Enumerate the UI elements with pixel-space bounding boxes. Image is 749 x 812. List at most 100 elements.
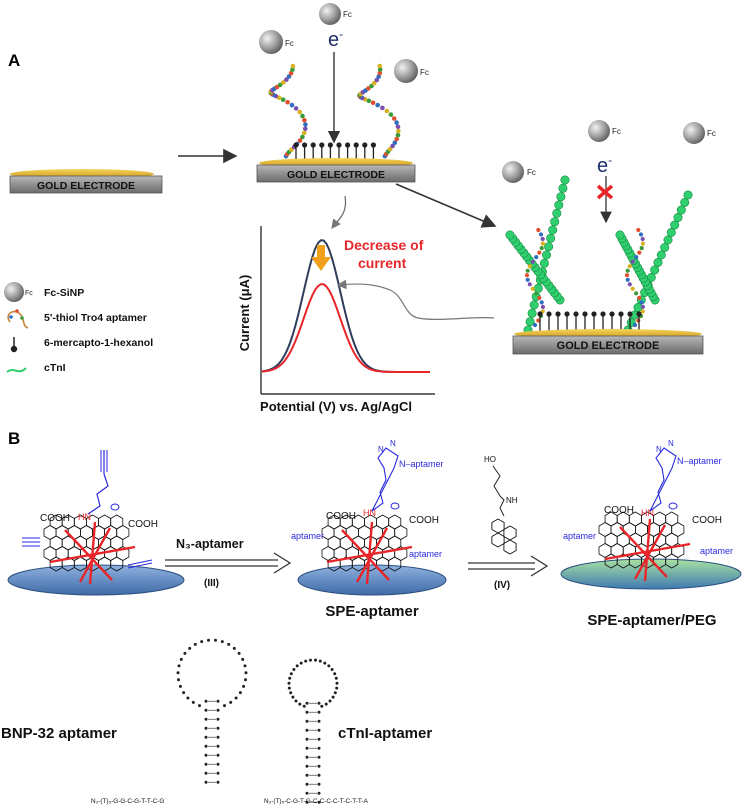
nucleotide-bead: [538, 232, 544, 237]
hexanol-head: [636, 311, 642, 317]
nucleotide-dot: [305, 764, 309, 768]
nucleotide-dot: [317, 737, 321, 741]
nucleotide-dot: [333, 672, 337, 676]
fc-label: Fc: [707, 129, 716, 138]
n-aptamer-label: N–aptamer: [399, 459, 444, 469]
nucleotide-bead: [638, 232, 644, 237]
ho-label: HO: [484, 455, 496, 464]
y-axis-label: Current (μA): [237, 275, 252, 352]
benzene-ring: [491, 532, 505, 548]
nucleotide-dot: [216, 735, 220, 739]
nucleotide-dot: [177, 664, 181, 668]
nucleotide-dot: [243, 664, 247, 668]
nucleotide-dot: [288, 676, 292, 680]
nh-label: NH: [506, 496, 518, 505]
sphere-icon: [4, 282, 24, 302]
aptamer-label-left: aptamer: [291, 531, 324, 541]
nucleotide-dot: [317, 719, 321, 723]
electrode-label: GOLD ELECTRODE: [557, 340, 660, 352]
graphene-structure-2: COOH COOH HN N N N–aptamer aptamer aptam…: [291, 439, 447, 620]
nucleotide-dot: [227, 642, 231, 646]
nucleotide-dot: [214, 638, 217, 642]
hexanol-layer: [537, 311, 642, 331]
annotation-line-2: current: [358, 255, 407, 271]
ctni-helix-bead: [550, 217, 560, 227]
fc-label: Fc: [285, 39, 294, 48]
nucleotide-dot: [204, 780, 208, 784]
nucleotide-bead: [388, 112, 394, 117]
aptamer-strands: [268, 63, 401, 159]
hexanol-head: [546, 311, 552, 317]
fc-sinp-1: Fc: [588, 120, 621, 142]
ctni-helix-bead: [676, 205, 686, 215]
blocked-x-icon: [596, 184, 614, 200]
nucleotide-dot: [216, 726, 220, 730]
hexanol-layer: [293, 142, 376, 160]
fc-sinp-electron: Fc: [319, 3, 352, 25]
ctni-helix-bead: [541, 250, 551, 260]
arrow-from-electrode-3: [336, 279, 495, 320]
panel-a-label: A: [8, 51, 20, 70]
fc-label: Fc: [527, 168, 536, 177]
nucleotide-bead: [396, 128, 401, 134]
nucleotide-dot: [207, 638, 210, 642]
aptamer-label-right: aptamer: [700, 546, 733, 556]
sphere-icon: [588, 120, 610, 142]
nucleotide-bead: [374, 77, 380, 83]
nucleotide-dot: [328, 699, 332, 703]
n-aptamer-label: N–aptamer: [677, 456, 722, 466]
legend-item-aptamer: 5'-thiol Tro4 aptamer: [7, 309, 147, 329]
ctni-helix-bead: [666, 228, 676, 238]
ctni-aptamer-structure: cTnI-aptamer N₃-(T)₅-C-G-T-G-C-C-C-C-T-C…: [264, 658, 432, 805]
nucleotide-bead: [537, 250, 542, 255]
nucleotide-dot: [216, 717, 220, 721]
nucleotide-dot: [244, 678, 247, 682]
ctni-helix-bead: [548, 225, 558, 235]
electrode-disc: [7, 564, 185, 596]
curve-after: [261, 283, 430, 373]
target-bound-electrode: Fc Fc Fc e- GOLD ELECTRODE: [502, 120, 716, 355]
x-axis-label: Potential (V) vs. Ag/AgCl: [260, 399, 412, 414]
nucleotide-dot: [204, 708, 208, 712]
cooh-label: COOH: [40, 513, 70, 524]
carbonyl: [668, 502, 678, 510]
nucleotide-dot: [216, 780, 220, 784]
fc-sinp-2: Fc: [683, 122, 716, 144]
cooh-label: COOH: [604, 505, 634, 516]
nucleotide-dot: [317, 782, 321, 786]
ctni-helix-bead: [546, 233, 556, 243]
nucleotide-dot: [204, 753, 208, 757]
aptamer-loop: [287, 658, 339, 804]
nucleotide-dot: [289, 672, 293, 676]
nucleotide-dot: [318, 659, 322, 663]
hexanol-head: [353, 142, 359, 148]
nucleotide-bead: [384, 108, 390, 114]
alkyne-left: [22, 537, 40, 547]
hexanol-head: [555, 311, 561, 317]
benzene-ring: [491, 518, 505, 534]
legend-label: cTnI: [44, 362, 66, 374]
ctni-helix-bead: [673, 213, 683, 223]
nucleotide-bead: [377, 70, 383, 76]
hexanol-head: [293, 142, 299, 148]
nucleotide-dot: [287, 686, 291, 690]
hexanol-head: [302, 142, 308, 148]
hexanol-head: [609, 311, 615, 317]
oxidized-bond: [643, 518, 652, 582]
cooh-label: COOH: [409, 515, 439, 526]
nucleotide-bead: [525, 268, 530, 273]
nucleotide-bead: [634, 291, 639, 296]
pin-icon: [10, 337, 18, 353]
hexanol-head: [310, 142, 316, 148]
arrow-to-plot: [331, 195, 347, 229]
nucleotide-dot: [191, 700, 195, 704]
triazole-n: N: [656, 445, 662, 454]
ctni-helix-bead: [615, 230, 625, 240]
fc-label: Fc: [420, 68, 429, 77]
nucleotide-bead: [627, 282, 632, 287]
nucleotide-dot: [242, 684, 246, 688]
panel-b-label: B: [8, 429, 20, 448]
cooh-label: COOH: [128, 519, 158, 530]
legend-label: Fc-SiNP: [44, 287, 84, 299]
